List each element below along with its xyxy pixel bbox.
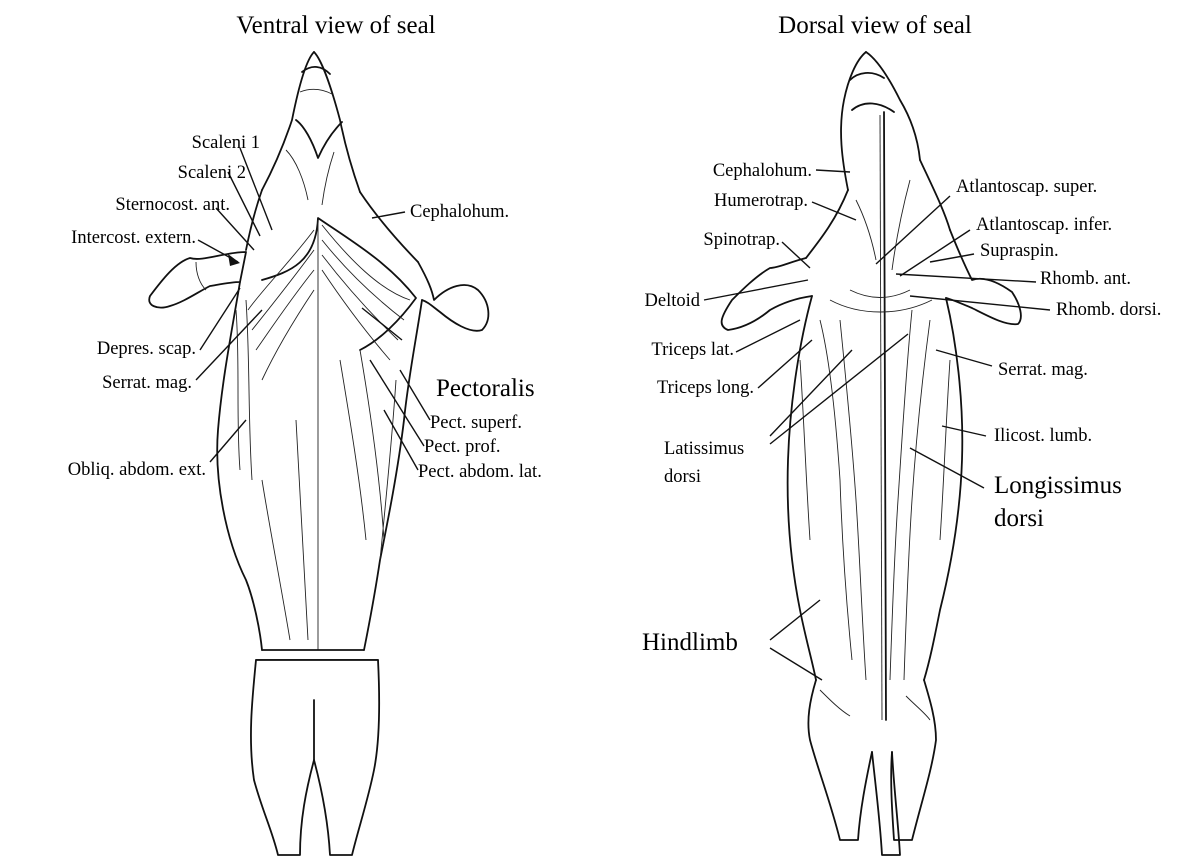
label-d-supraspin: Supraspin. [980,241,1059,261]
label-intercost-extern: Intercost. extern. [71,228,196,248]
label-d-serrat-mag: Serrat. mag. [998,360,1088,380]
label-depres-scap: Depres. scap. [97,339,196,359]
ventral-view-title: Ventral view of seal [236,12,435,39]
dorsal-view: Dorsal view of seal [642,12,1161,855]
leader-d-longissimus [910,448,984,488]
label-d-longissimus-2: dorsi [994,505,1044,532]
label-d-spinotrap: Spinotrap. [703,230,780,250]
label-d-deltoid: Deltoid [645,291,701,311]
leader-d-hindlimb-a [770,600,820,640]
label-cephalohum: Cephalohum. [410,202,509,222]
label-sternocost-ant: Sternocost. ant. [115,195,230,215]
label-d-cephalohum: Cephalohum. [713,161,812,181]
leader-d-serrat [936,350,992,366]
label-obliq-abdom-ext: Obliq. abdom. ext. [68,460,206,480]
label-d-triceps-lat: Triceps lat. [651,340,734,360]
label-d-ilicost-lumb: Ilicost. lumb. [994,426,1092,446]
label-d-triceps-long: Triceps long. [657,378,754,398]
label-d-atlantoscap-infer: Atlantoscap. infer. [976,215,1112,235]
leader-serrat [196,310,262,380]
label-d-atlantoscap-super: Atlantoscap. super. [956,177,1097,197]
label-d-hindlimb: Hindlimb [642,629,738,656]
label-d-rhomb-ant: Rhomb. ant. [1040,269,1131,289]
label-d-rhomb-dorsi: Rhomb. dorsi. [1056,300,1161,320]
dorsal-view-title: Dorsal view of seal [778,12,972,39]
label-pect-superf: Pect. superf. [430,413,522,433]
leader-scaleni1 [240,148,272,230]
label-pect-abdom-lat: Pect. abdom. lat. [418,462,542,482]
leader-d-ilicost [942,426,986,436]
leader-obliq [210,420,246,462]
label-serrat-mag: Serrat. mag. [102,373,192,393]
leader-d-latissimus-b [770,334,908,444]
label-scaleni-1: Scaleni 1 [192,133,260,153]
leader-d-hindlimb-b [770,648,822,680]
leader-d-latissimus-a [770,350,852,436]
label-d-latissimus-2: dorsi [664,467,701,487]
label-d-longissimus-1: Longissimus [994,472,1122,499]
leader-d-triceps-long [758,340,812,388]
ventral-view: Ventral view of seal [68,12,542,855]
label-d-humerotrap: Humerotrap. [714,191,808,211]
label-scaleni-2: Scaleni 2 [178,163,246,183]
label-d-latissimus-1: Latissimus [664,439,744,459]
leader-d-atlanto-super [876,196,950,264]
label-pect-prof: Pect. prof. [424,437,501,457]
label-pectoralis: Pectoralis [436,375,535,402]
